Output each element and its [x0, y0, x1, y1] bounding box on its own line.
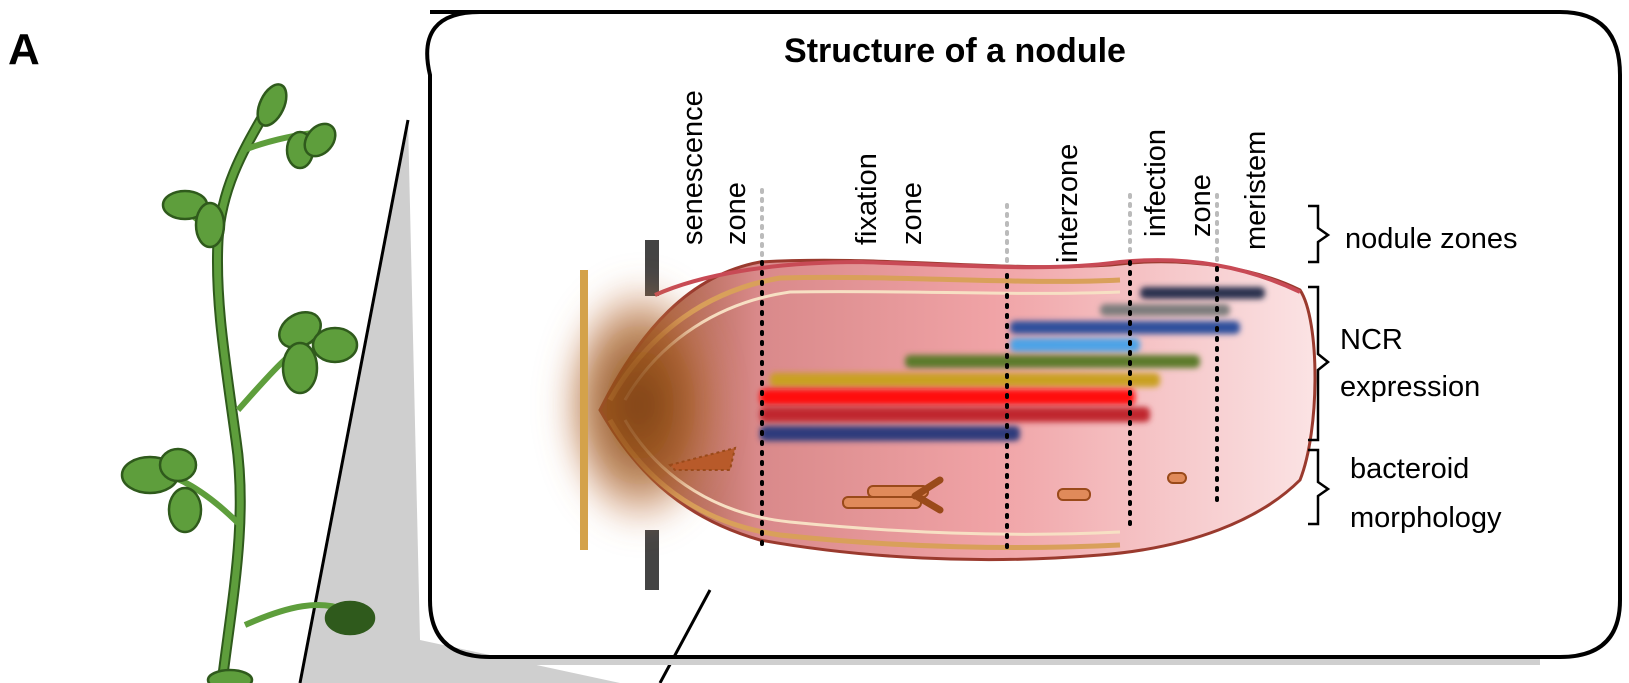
leaf: [208, 670, 252, 683]
diagram-title: Structure of a nodule: [784, 32, 1126, 70]
zone-label-infection: infection: [1140, 129, 1172, 237]
zone-label-infection-2: zone: [1185, 174, 1217, 237]
panel-label: A: [8, 25, 40, 74]
zone-label-fixation-2: zone: [896, 182, 928, 245]
bracket-bacteroid: [1308, 450, 1328, 524]
bracket-labels: nodule zones NCR expression bacteroid mo…: [1340, 223, 1518, 534]
label-nodule-zones: nodule zones: [1345, 223, 1518, 255]
zone-label-senescence: senescence: [677, 90, 709, 245]
leaf: [313, 328, 357, 362]
zone-label-interzone: interzone: [1052, 144, 1084, 263]
bacteroid-small: [1168, 473, 1186, 483]
ncr-bar-7: [760, 389, 1135, 405]
ncr-bar-4: [1010, 338, 1140, 352]
zone-label-meristem: meristem: [1240, 131, 1272, 250]
root-stub: [645, 530, 659, 590]
ncr-bar-1: [1140, 287, 1265, 299]
bacteroid-elongated: [843, 497, 921, 508]
root-vascular-band: [580, 270, 588, 550]
ncr-bar-5: [905, 355, 1200, 368]
ncr-bar-6: [770, 373, 1160, 387]
label-ncr: NCR: [1340, 324, 1403, 356]
ncr-bar-9: [760, 426, 1020, 441]
ncr-bar-8: [760, 407, 1150, 422]
zoom-cone-edge-right: [660, 590, 710, 683]
leaf: [283, 343, 317, 393]
bracket-nodule-zones: [1308, 206, 1328, 262]
label-bacteroid: bacteroid: [1350, 453, 1469, 485]
label-ncr-2: expression: [1340, 371, 1480, 403]
leaf: [196, 203, 224, 247]
label-bacteroid-2: morphology: [1350, 502, 1502, 534]
zone-labels: senescence zone fixation zone interzone …: [677, 90, 1272, 263]
leaf: [169, 488, 201, 532]
leaf: [326, 602, 374, 634]
ncr-bar-3: [1010, 321, 1240, 334]
ncr-bar-2: [1100, 304, 1230, 316]
bacteroid-rod: [1058, 489, 1090, 500]
leaf: [160, 449, 196, 481]
zone-label-fixation: fixation: [851, 153, 883, 245]
zone-label-senescence-2: zone: [720, 182, 752, 245]
